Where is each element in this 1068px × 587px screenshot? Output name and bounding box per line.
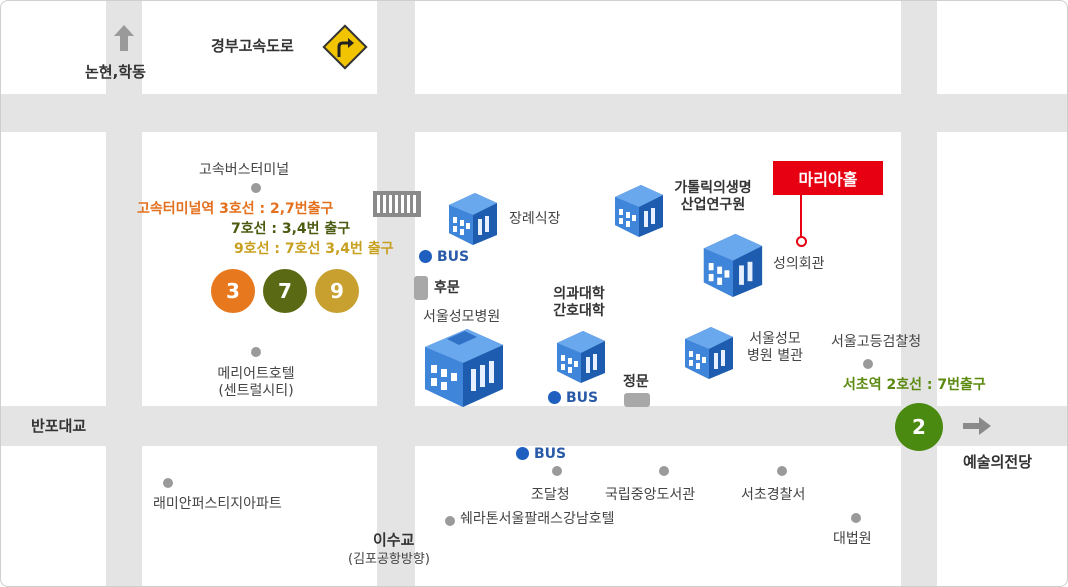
- bus-terminal-pin-icon: [251, 183, 261, 193]
- marriott-pin-icon: [251, 347, 261, 357]
- subway-badge-line2: 2: [895, 403, 943, 451]
- crosswalk-icon: [373, 191, 421, 217]
- north-road-label: 논현,학동: [85, 63, 146, 81]
- arrow-right-icon: [963, 417, 991, 435]
- road-north-horizontal: [1, 94, 1067, 132]
- central-library-pin-icon: [659, 466, 669, 476]
- arrow-up-icon: [114, 25, 134, 51]
- medical-college-building-icon: [557, 331, 605, 383]
- marriott-label: 메리어트호텔 (센트럴시티): [217, 366, 295, 399]
- catholic-institute-label: 가톨릭의생명 산업연구원: [674, 180, 752, 213]
- road-sign-icon: [322, 24, 368, 70]
- catholic-institute-building-icon: [615, 185, 663, 237]
- procurement-label: 조달청: [531, 487, 570, 503]
- subway-badge-line3: 3: [211, 269, 255, 313]
- road-center-vertical: [377, 1, 415, 586]
- bus-stop-back-gate: BUS: [419, 249, 469, 265]
- bus-stop-icon: [419, 250, 432, 263]
- subway-line9-info: 9호선 : 7호선 3,4번 출구: [234, 241, 394, 257]
- east-direction-label: 예술의전당: [963, 453, 1033, 471]
- seocho-station-info: 서초역 2호선 : 7번출구: [843, 377, 986, 393]
- road-west-vertical: [106, 1, 142, 586]
- main-gate-label: 정문: [623, 374, 649, 390]
- bus-stop-medical-college: BUS: [548, 390, 598, 406]
- central-library-label: 국립중앙도서관: [605, 487, 696, 503]
- high-prosecutor-pin-icon: [863, 359, 873, 369]
- procurement-pin-icon: [552, 466, 562, 476]
- destination-leader-line: [800, 195, 802, 237]
- annex-building-icon: [685, 327, 733, 379]
- subway-badge-line9: 9: [315, 269, 359, 313]
- seongui-hall-building-icon: [703, 233, 763, 297]
- seongui-hall-label: 성의회관: [773, 256, 825, 272]
- subway-line7-info: 7호선 : 3,4번 출구: [231, 221, 351, 237]
- isugyo-label: 이수교: [373, 531, 415, 549]
- supreme-court-pin-icon: [851, 513, 861, 523]
- bus-stop-icon: [548, 391, 561, 404]
- sheraton-pin-icon: [445, 516, 455, 526]
- raemian-label: 래미안퍼스티지아파트: [153, 496, 282, 512]
- raemian-pin-icon: [163, 478, 173, 488]
- bus-stop-south: BUS: [516, 446, 566, 462]
- road-banpo-horizontal: [1, 406, 1067, 446]
- seoul-st-mary-building-icon: [425, 329, 503, 407]
- police-pin-icon: [777, 466, 787, 476]
- sheraton-label: 쉐라톤서울팔래스강남호텔: [460, 511, 615, 527]
- bus-terminal-label: 고속버스터미널: [199, 162, 290, 178]
- main-gate-marker: [624, 393, 650, 407]
- high-prosecutor-label: 서울고등검찰청: [831, 334, 922, 350]
- seoul-st-mary-label: 서울성모병원: [423, 309, 501, 325]
- road-east-vertical: [901, 1, 937, 586]
- subway-line3-info: 고속터미널역 3호선 : 2,7번출구: [137, 201, 334, 217]
- medical-college-label: 의과대학 간호대학: [553, 286, 605, 319]
- police-label: 서초경찰서: [741, 487, 806, 503]
- subway-badge-line7: 7: [263, 269, 307, 313]
- funeral-hall-label: 장례식장: [509, 211, 561, 227]
- destination-tag: 마리아홀: [773, 161, 883, 195]
- funeral-hall-building-icon: [449, 193, 497, 245]
- back-gate-marker: [414, 276, 428, 300]
- supreme-court-label: 대법원: [833, 531, 872, 547]
- annex-label: 서울성모 병원 별관: [747, 331, 803, 364]
- isugyo-sub-label: (김포공항방향): [348, 552, 430, 567]
- expressway-label: 경부고속도로: [211, 37, 294, 55]
- banpo-bridge-label: 반포대교: [31, 417, 87, 435]
- bus-stop-icon: [516, 447, 529, 460]
- destination-pin-icon: [796, 236, 807, 247]
- back-gate-label: 후문: [434, 280, 460, 296]
